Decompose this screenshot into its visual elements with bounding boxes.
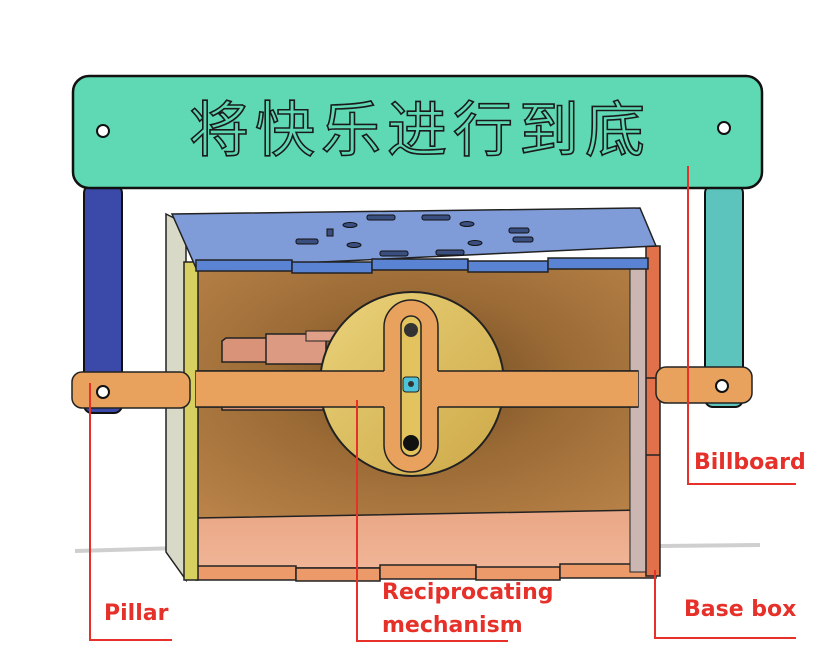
billboard-sign-text: 将快乐进行到底 (188, 95, 651, 167)
billboard-hole-right (717, 121, 731, 135)
lid-slots (295, 214, 534, 257)
billboard-sign (71, 74, 764, 190)
crank-disc (196, 291, 638, 477)
box-top-edge (195, 257, 649, 274)
label-reciprocating-line1: Reciprocating (382, 580, 554, 605)
right-pillar-hole (715, 379, 729, 393)
billboard-callout-line (687, 166, 796, 485)
pillar-callout-line (89, 383, 172, 641)
reciprocating-callout-line (356, 400, 508, 642)
left-pillar-hole (96, 385, 110, 399)
callout-lines (89, 166, 796, 642)
billboard-hole-left (96, 124, 110, 138)
label-base-box: Base box (684, 597, 797, 622)
base-box-callout-line (654, 570, 796, 639)
label-pillar: Pillar (104, 601, 169, 626)
label-reciprocating-line2: mechanism (382, 613, 523, 638)
label-billboard: Billboard (694, 450, 806, 475)
ground-shadow (74, 543, 761, 553)
